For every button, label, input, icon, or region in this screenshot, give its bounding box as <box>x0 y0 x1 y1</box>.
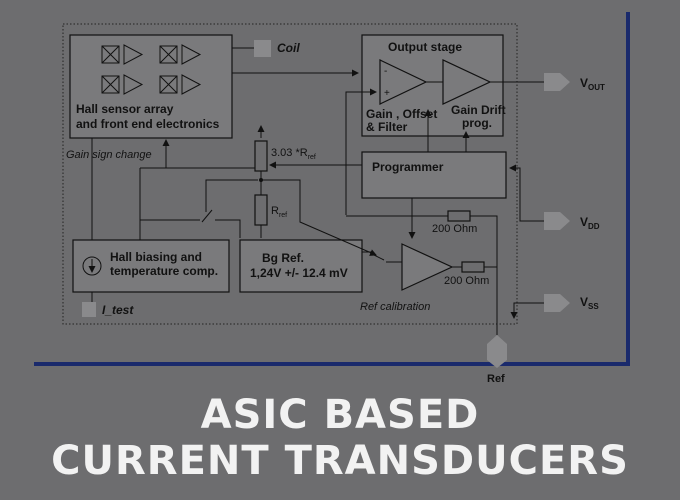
coil-pin <box>254 40 271 57</box>
vss-sub: SS <box>588 302 599 311</box>
hall-block-label-2: and front end electronics <box>76 117 220 131</box>
vout-label: VOUT <box>580 76 605 92</box>
refcal-switch <box>371 253 385 261</box>
banner-title: ASIC BASED CURRENT TRANSDUCERS <box>0 392 680 484</box>
ref-pin-label: Ref <box>487 373 505 385</box>
prog-label: prog. <box>462 116 492 130</box>
current-source-icon <box>82 256 102 276</box>
rref-main: R <box>271 205 279 217</box>
rref-sub: ref <box>279 212 287 219</box>
hall-bias-label-2: temperature comp. <box>110 264 218 278</box>
banner-line-1: ASIC BASED <box>200 392 480 438</box>
amp-plus: + <box>384 88 390 99</box>
hall-sensor-block <box>69 34 233 139</box>
vss-pin <box>544 294 570 312</box>
filter-label: & Filter <box>366 120 408 134</box>
gain-sign-label: Gain sign change <box>66 149 152 161</box>
vss-wire <box>510 302 544 319</box>
hall-bias-label-1: Hall biasing and <box>110 250 202 264</box>
vss-main: V <box>580 295 588 309</box>
itest-label: I_test <box>102 303 134 317</box>
programmer-label: Programmer <box>372 160 444 174</box>
amp-minus: - <box>384 66 387 77</box>
switch-wire-right <box>215 219 241 238</box>
switch-blade <box>201 209 213 223</box>
banner-line-2: CURRENT TRANSDUCERS <box>51 438 629 484</box>
bg-ref-label-2: 1,24V +/- 12.4 mV <box>250 266 348 280</box>
switch-control <box>205 179 258 212</box>
resistor-200-ohm-bottom <box>461 261 485 273</box>
r303-label: 3.03 *Rref <box>271 147 316 161</box>
vout-sub: OUT <box>588 83 605 92</box>
resistor-rref <box>254 194 268 226</box>
resistor-200-ohm-top <box>447 210 471 222</box>
itest-pin <box>82 302 96 317</box>
bg-ref-label-1: Bg Ref. <box>262 251 304 265</box>
divider-to-switch <box>261 179 377 256</box>
vout-pin <box>544 73 570 91</box>
top-res-wire <box>470 215 498 267</box>
vdd-wire <box>509 164 544 222</box>
r303-main: 3.03 *R <box>271 147 308 159</box>
ref-cal-label: Ref calibration <box>360 301 430 313</box>
vdd-sub: DD <box>588 222 600 231</box>
hall-biasing-block <box>72 239 230 293</box>
resistor-3-03-rref <box>254 140 268 172</box>
vss-label: VSS <box>580 295 599 311</box>
ohm-bottom-label: 200 Ohm <box>444 275 489 287</box>
gain-amplifier <box>379 59 428 105</box>
coil-label: Coil <box>277 41 300 55</box>
vdd-label: VDD <box>580 215 600 231</box>
gain-offset-label: Gain , Offset <box>366 107 437 121</box>
programmer-block <box>361 151 507 199</box>
ref-pin <box>487 335 507 368</box>
hall-sensor-icons <box>101 44 202 95</box>
feedback-wire <box>345 88 377 215</box>
r303-sub: ref <box>308 154 316 161</box>
output-stage-label: Output stage <box>388 40 462 54</box>
gain-drift-label: Gain Drift <box>451 103 506 117</box>
ohm-top-label: 200 Ohm <box>432 223 477 235</box>
vdd-pin <box>544 212 570 230</box>
vdd-main: V <box>580 215 588 229</box>
rref-label: Rref <box>271 205 287 219</box>
hall-block-label-1: Hall sensor array <box>76 102 174 116</box>
bg-ref-block <box>239 239 363 293</box>
vout-main: V <box>580 76 588 90</box>
frame-line <box>34 12 630 366</box>
ref-cal-amplifier <box>401 243 454 291</box>
asic-boundary <box>62 23 518 325</box>
